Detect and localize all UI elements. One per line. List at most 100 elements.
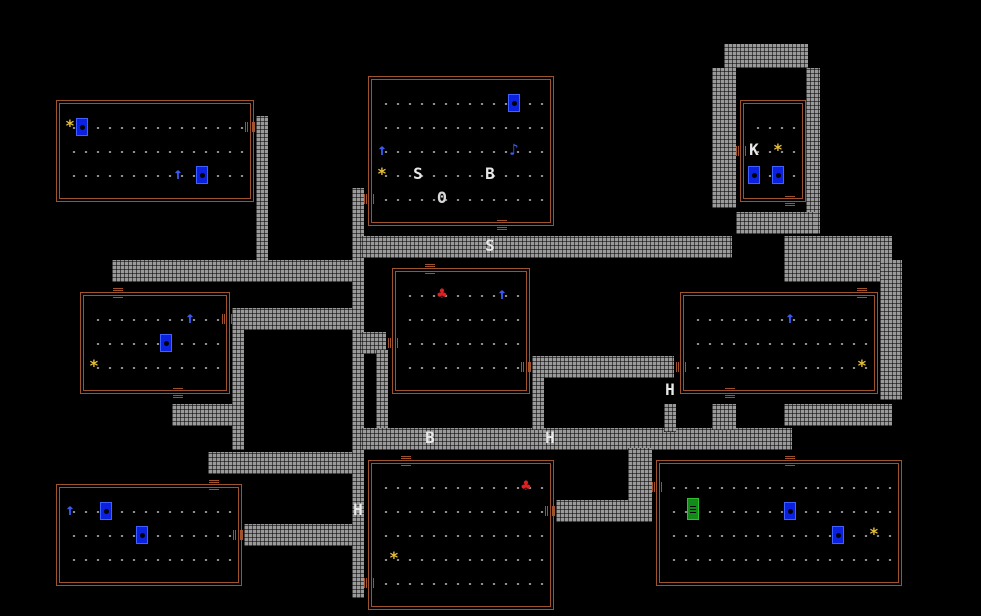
door[interactable] [173, 388, 183, 398]
door[interactable] [857, 288, 867, 298]
door[interactable] [364, 194, 374, 204]
blue-item-icon[interactable] [196, 166, 208, 184]
floor-row [68, 559, 236, 561]
door[interactable] [725, 388, 735, 398]
door[interactable] [785, 196, 795, 206]
corridor [362, 236, 732, 258]
floor-row [404, 319, 524, 321]
blue-item-icon[interactable] [100, 502, 112, 520]
floor-row [668, 559, 896, 561]
blue-item-icon[interactable] [772, 166, 784, 184]
floor-row [380, 535, 548, 537]
corridor [556, 500, 652, 522]
corridor [806, 68, 820, 234]
door[interactable] [113, 288, 123, 298]
door[interactable] [388, 338, 398, 348]
up-arrow-icon[interactable]: ↑ [173, 164, 183, 183]
up-arrow-icon[interactable]: ↑ [377, 140, 387, 159]
corridor [784, 404, 892, 426]
door[interactable] [425, 264, 435, 274]
music-note-icon[interactable]: ♪ [509, 140, 519, 159]
door[interactable] [652, 482, 662, 492]
corridor [532, 356, 674, 378]
blue-item-icon[interactable] [136, 526, 148, 544]
gold-icon[interactable]: * [389, 548, 399, 567]
floor-row [380, 559, 548, 561]
floor-row [668, 487, 896, 489]
floor-row [380, 175, 548, 177]
floor-row [668, 511, 896, 513]
door[interactable] [676, 362, 686, 372]
corridor [172, 404, 238, 426]
monster-bat[interactable]: B [425, 428, 435, 447]
door[interactable] [364, 578, 374, 588]
floor-row [380, 487, 548, 489]
monster-bat[interactable]: B [485, 164, 495, 183]
door[interactable] [233, 530, 243, 540]
monster-snake[interactable]: S [485, 236, 495, 255]
gold-icon[interactable]: * [857, 356, 867, 375]
blue-item-icon[interactable] [76, 118, 88, 136]
door[interactable] [222, 314, 232, 324]
corridor [376, 350, 388, 430]
blue-item-icon[interactable] [508, 94, 520, 112]
floor-row [380, 127, 548, 129]
monster-hound[interactable]: H [353, 500, 363, 519]
door[interactable] [245, 122, 255, 132]
door[interactable] [401, 456, 411, 466]
monster-hound[interactable]: H [665, 380, 675, 399]
gold-icon[interactable]: * [89, 356, 99, 375]
boulder-icon[interactable]: Θ [437, 188, 447, 207]
corridor [724, 44, 808, 68]
corridor [244, 524, 362, 546]
monster-hound[interactable]: H [545, 428, 555, 447]
up-arrow-icon[interactable]: ↑ [785, 308, 795, 327]
door[interactable] [497, 220, 507, 230]
gold-icon[interactable]: * [773, 140, 783, 159]
floor-row [380, 199, 548, 201]
floor-row [752, 151, 800, 153]
floor-row [404, 295, 524, 297]
monster-kobold[interactable]: K [749, 140, 759, 159]
corridor [112, 260, 362, 282]
door[interactable] [521, 362, 531, 372]
corridor [362, 332, 386, 354]
gold-icon[interactable]: * [65, 116, 75, 135]
door[interactable] [209, 480, 219, 490]
corridor [664, 404, 676, 432]
floor-row [92, 319, 224, 321]
room-bottom-right [656, 460, 902, 586]
floor-row [404, 367, 524, 369]
blue-item-icon[interactable] [784, 502, 796, 520]
gold-icon[interactable]: * [377, 164, 387, 183]
door[interactable] [736, 146, 746, 156]
blue-item-icon[interactable] [160, 334, 172, 352]
corridor [532, 376, 544, 430]
floor-row [68, 535, 236, 537]
club-icon[interactable]: ♣ [437, 284, 447, 303]
club-icon[interactable]: ♣ [521, 476, 531, 495]
door[interactable] [545, 506, 555, 516]
floor-row [92, 367, 224, 369]
door[interactable] [785, 456, 795, 466]
floor-row [68, 151, 248, 153]
up-arrow-icon[interactable]: ↑ [185, 308, 195, 327]
floor-row [380, 511, 548, 513]
floor-row [692, 367, 872, 369]
monster-snake[interactable]: S [413, 164, 423, 183]
gold-icon[interactable]: * [869, 524, 879, 543]
floor-row [68, 127, 248, 129]
corridor [736, 212, 816, 234]
up-arrow-icon[interactable]: ↑ [497, 284, 507, 303]
blue-item-icon[interactable] [832, 526, 844, 544]
corridor [256, 116, 268, 266]
floor-row [404, 343, 524, 345]
up-arrow-icon[interactable]: ↑ [65, 500, 75, 519]
corridor [232, 330, 244, 450]
floor-row [68, 175, 248, 177]
green-item-icon[interactable] [687, 498, 699, 520]
corridor [208, 452, 358, 474]
blue-item-icon[interactable] [748, 166, 760, 184]
floor-row [752, 127, 800, 129]
